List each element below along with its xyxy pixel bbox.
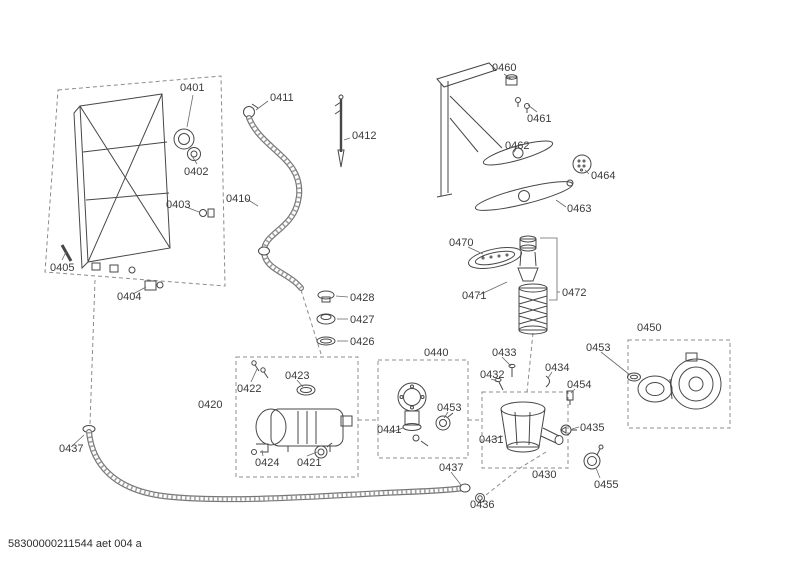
part-0411-clamp [243, 103, 259, 118]
callout-0472: 0472 [562, 287, 587, 299]
callout-0454: 0454 [567, 379, 592, 391]
part-0441-valve [397, 382, 427, 431]
part-0453-ring-pump [627, 372, 641, 382]
callout-0405: 0405 [50, 262, 75, 274]
leader-lines [61, 73, 631, 486]
callout-0426: 0426 [350, 336, 375, 348]
callout-0403: 0403 [166, 199, 191, 211]
part-0421-clamp [314, 442, 333, 459]
part-0437-hose [82, 425, 471, 503]
callout-0423: 0423 [285, 370, 310, 382]
callout-0440: 0440 [424, 347, 449, 359]
callout-0464: 0464 [591, 170, 616, 182]
part-0464-strainer [572, 154, 592, 174]
part-0463-spray-arm-lower [474, 179, 574, 211]
callout-0435: 0435 [580, 422, 605, 434]
callout-0432: 0432 [480, 369, 505, 381]
callout-0430: 0430 [532, 469, 557, 481]
box-0401 [44, 75, 226, 287]
callout-0421: 0421 [297, 457, 322, 469]
callout-0422: 0422 [237, 383, 262, 395]
construction-lines [89, 279, 547, 496]
callout-0420: 0420 [198, 399, 223, 411]
bracket-0472 [540, 237, 558, 301]
callout-0434: 0434 [545, 362, 570, 374]
callout-0441: 0441 [377, 424, 402, 436]
part-0460-inlet [505, 74, 518, 86]
callout-0431: 0431 [479, 434, 504, 446]
part-0434-clip [545, 375, 550, 388]
callout-0402: 0402 [184, 166, 209, 178]
box-0440 [377, 359, 469, 459]
callout-0404: 0404 [117, 291, 142, 303]
part-0403 [199, 208, 215, 218]
callout-0470: 0470 [449, 237, 474, 249]
part-0424-bracket [251, 443, 269, 455]
callout-0462: 0462 [505, 140, 530, 152]
part-frame-upper-right [436, 62, 503, 198]
part-0404 [144, 280, 164, 291]
callout-0433: 0433 [492, 347, 517, 359]
part-0455-seal [583, 444, 604, 470]
part-0461-screws [515, 97, 530, 113]
callout-0461: 0461 [527, 113, 552, 125]
part-0470-filter-plate [468, 247, 522, 269]
callout-0455: 0455 [594, 479, 619, 491]
part-0453-clamp-valve [435, 412, 454, 431]
part-0433-screw [508, 363, 516, 377]
callout-0427: 0427 [350, 314, 375, 326]
part-0431-sump [500, 401, 564, 453]
part-0454 [566, 390, 574, 405]
callout-0453-pump: 0453 [586, 342, 611, 354]
part-0427-cap [316, 313, 336, 325]
part-0410-hose [246, 115, 304, 291]
box-0430 [481, 391, 569, 469]
callout-0424: 0424 [255, 457, 280, 469]
box-0450 [627, 339, 731, 429]
part-0472-filter-cylinder [518, 283, 548, 335]
callout-0460: 0460 [492, 62, 517, 74]
part-0462-spray-arm-upper [482, 140, 554, 166]
part-0423-oring [296, 384, 316, 396]
part-0420-pump-body [255, 408, 353, 452]
part-0402-seal-rings [173, 128, 201, 161]
box-0420 [235, 356, 359, 478]
callout-0437-mid: 0437 [439, 462, 464, 474]
callout-0463: 0463 [567, 203, 592, 215]
callout-0437-left: 0437 [59, 443, 84, 455]
callout-0436: 0436 [470, 499, 495, 511]
part-0435-check-valve [560, 424, 577, 436]
part-0471-microfilter [517, 235, 539, 282]
callout-0401: 0401 [180, 82, 205, 94]
callout-0450: 0450 [637, 322, 662, 334]
part-0401-tub [73, 93, 171, 274]
callout-0412: 0412 [352, 130, 377, 142]
part-0450-heat-pump [637, 352, 722, 410]
callout-0453-valve: 0453 [437, 402, 462, 414]
callout-0410: 0410 [226, 193, 251, 205]
part-0426-ring [316, 336, 336, 346]
part-0412-pipe [334, 94, 345, 168]
part-0405-pin [60, 244, 73, 262]
document-code: 58300000211544 aet 004 a [8, 538, 142, 550]
assembly-boxes [44, 75, 731, 478]
part-0422-screws [251, 360, 269, 379]
part-0436-ring [475, 493, 485, 503]
callout-0471: 0471 [462, 290, 487, 302]
part-0428-cap [317, 290, 335, 303]
callout-0428: 0428 [350, 292, 375, 304]
callout-0411: 0411 [270, 92, 294, 104]
part-0440-fitting [412, 434, 429, 447]
